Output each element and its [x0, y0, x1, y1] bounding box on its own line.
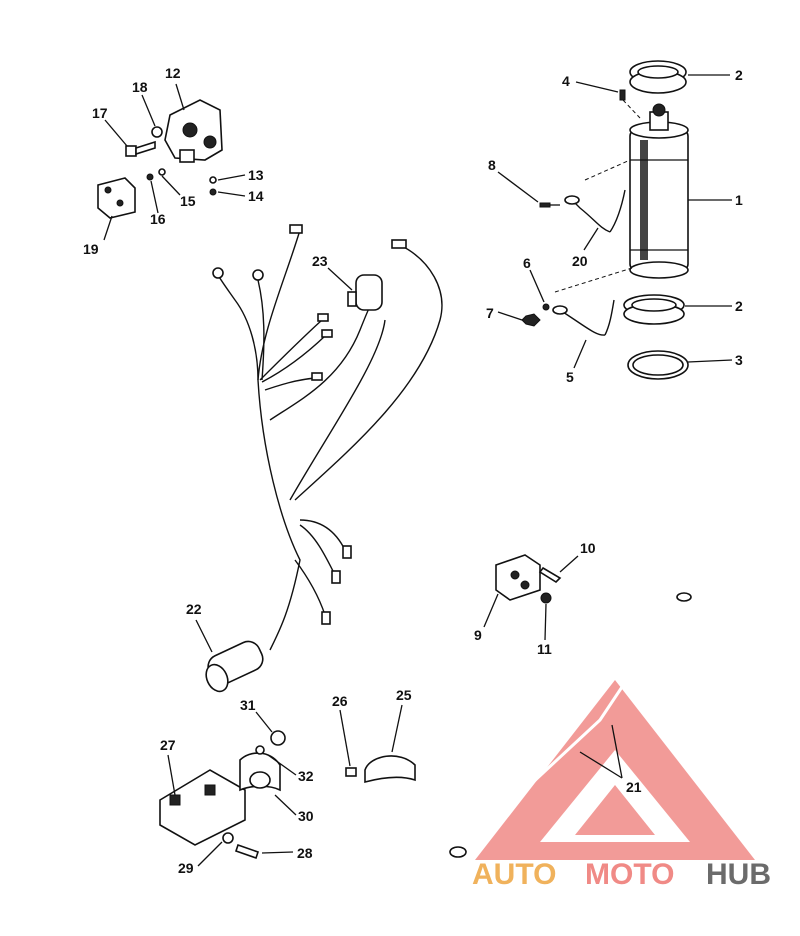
callout-5: 5	[566, 369, 574, 385]
cover-25	[364, 755, 416, 784]
bolt-17	[125, 140, 156, 157]
callout-6: 6	[523, 255, 531, 271]
washer-29	[222, 832, 234, 844]
part-16	[146, 173, 154, 181]
callout-23: 23	[312, 253, 328, 269]
callout-8: 8	[488, 157, 496, 173]
screw-8	[539, 202, 560, 208]
cable-21	[449, 592, 692, 858]
callout-11: 11	[537, 641, 552, 657]
callout-12: 12	[165, 65, 181, 81]
callout-21: 21	[626, 779, 642, 795]
callout-13: 13	[248, 167, 264, 183]
callout-29: 29	[178, 860, 194, 876]
rectifier-9	[495, 554, 541, 601]
screw-10	[538, 566, 562, 584]
callout-10: 10	[580, 540, 596, 556]
terminal-block-19	[97, 177, 136, 219]
callout-30: 30	[298, 808, 314, 824]
connector-plug-22	[205, 640, 264, 693]
washer-15	[158, 168, 166, 176]
watermark-auto: AUTO	[472, 858, 556, 891]
callout-22: 22	[186, 601, 202, 617]
screw-26	[345, 767, 357, 777]
watermark-logo	[475, 680, 755, 860]
bolt-31	[270, 730, 286, 746]
callout-1: 1	[735, 192, 743, 208]
ground-cable-20	[564, 159, 631, 233]
callout-20: 20	[572, 253, 588, 269]
washer-6	[542, 303, 550, 311]
watermark-moto: MOTO	[585, 858, 674, 891]
o-ring	[627, 350, 689, 380]
part-4	[619, 89, 626, 101]
callout-16: 16	[150, 211, 166, 227]
fuse-holder-23	[347, 274, 383, 311]
bracket-27	[159, 769, 246, 846]
callout-25: 25	[396, 687, 412, 703]
callout-2: 2	[735, 67, 743, 83]
callout-27: 27	[160, 737, 176, 753]
clamp-30	[239, 752, 281, 792]
nut-7	[521, 313, 541, 327]
callout-17: 17	[92, 105, 108, 121]
callout-28: 28	[297, 845, 313, 861]
callout-26: 26	[332, 693, 348, 709]
callout-3: 3	[735, 352, 743, 368]
callout-14: 14	[248, 188, 264, 204]
nut-11	[540, 592, 552, 604]
cable-5	[552, 267, 633, 336]
watermark-triangle-core	[575, 785, 655, 835]
starter-motor	[629, 103, 689, 279]
watermark-hub: HUB	[706, 858, 771, 891]
callout-labels: 1 2 2 3 4 5 6 7 8 9 10 11 12 13 14 15 16…	[83, 65, 743, 876]
callout-9: 9	[474, 627, 482, 643]
washer-18	[151, 126, 163, 138]
solenoid-12	[164, 99, 223, 163]
screw-28	[234, 843, 260, 860]
end-cap-top	[629, 60, 687, 94]
callout-31: 31	[240, 697, 256, 713]
callout-7: 7	[486, 305, 494, 321]
callout-18: 18	[132, 79, 148, 95]
callout-15: 15	[180, 193, 196, 209]
wiring-harness-22	[212, 224, 443, 651]
callout-2b: 2	[735, 298, 743, 314]
washer-13	[209, 176, 217, 184]
end-cap-bottom	[623, 294, 685, 325]
nut-14	[209, 188, 217, 196]
watermark-text: AUTO MOTO HUB	[472, 858, 771, 891]
callout-19: 19	[83, 241, 99, 257]
callout-4: 4	[562, 73, 570, 89]
callout-32: 32	[298, 768, 314, 784]
washer-32	[255, 745, 265, 755]
leader-lines	[103, 74, 733, 867]
